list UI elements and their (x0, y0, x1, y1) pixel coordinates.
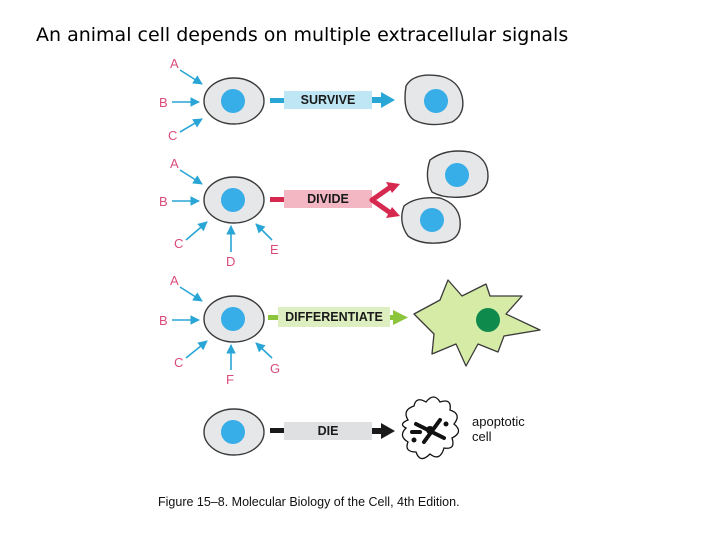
differentiate-arrow-tail (268, 315, 278, 320)
signal-arrow-g (255, 342, 273, 359)
row-survive: A B C SURVIVE (159, 56, 464, 143)
signal-arrow-a (179, 69, 203, 85)
survive-arrow-shaft (372, 97, 382, 103)
divide-arrowhead-up (386, 182, 400, 193)
signal-label-b: B (159, 313, 168, 328)
signal-label-b: B (159, 95, 168, 110)
signal-label-c: C (174, 355, 183, 370)
signal-label-f: F (226, 372, 234, 387)
divide-arrow-down (369, 197, 395, 217)
signal-arrow-a (179, 169, 203, 185)
row-die: DIE apoptotic cell (203, 396, 525, 460)
die-arrow-shaft (372, 428, 382, 434)
differentiate-arrow-shaft (390, 315, 394, 320)
nucleus (221, 307, 245, 331)
outcome-label-divide: DIVIDE (307, 192, 349, 206)
survive-arrowhead (381, 92, 395, 108)
nucleus (221, 420, 245, 444)
signal-arrow-c (185, 221, 208, 241)
divide-arrow-tail (270, 197, 284, 202)
nucleus (221, 89, 245, 113)
survive-box (284, 91, 372, 109)
divide-arrowhead-down (386, 207, 400, 218)
divide-arrow-up (369, 183, 395, 203)
fragment-dot (411, 437, 417, 443)
nucleus (445, 163, 469, 187)
differentiated-nucleus (476, 308, 500, 332)
signal-label-g: G (270, 361, 280, 376)
signal-label-d: D (226, 254, 235, 269)
survive-arrow-tail (270, 98, 284, 103)
signal-label-e: E (270, 242, 279, 257)
apoptotic-cell-outline (401, 396, 460, 460)
apoptotic-label-line1: apoptotic (472, 414, 525, 429)
signal-label-a: A (170, 156, 179, 171)
differentiate-arrowhead (393, 310, 408, 325)
apoptotic-label-line2: cell (472, 429, 492, 444)
signal-label-a: A (170, 273, 179, 288)
figure-caption: Figure 15–8. Molecular Biology of the Ce… (158, 495, 460, 509)
fragment-dot (426, 426, 434, 434)
signal-label-c: C (174, 236, 183, 251)
signal-arrow-c (185, 340, 208, 359)
die-arrow-tail (270, 428, 284, 433)
nucleus (221, 188, 245, 212)
differentiate-box (278, 307, 390, 327)
signal-arrow-e (255, 223, 273, 241)
signal-label-a: A (170, 56, 179, 71)
nucleus (424, 89, 448, 113)
row-differentiate: A B C F G DIFFERENTIATE (159, 273, 541, 387)
die-arrowhead (381, 423, 395, 439)
row-divide: A B C D E DIVIDE (159, 150, 489, 269)
slide-title: An animal cell depends on multiple extra… (36, 24, 569, 46)
divide-box (284, 190, 372, 208)
fragment-dot (443, 421, 449, 427)
signal-arrow-c (179, 118, 203, 133)
die-box (284, 422, 372, 440)
signal-label-c: C (168, 128, 177, 143)
outcome-label-die: DIE (318, 424, 339, 438)
outcome-label-survive: SURVIVE (301, 93, 356, 107)
outcome-label-differentiate: DIFFERENTIATE (285, 310, 383, 324)
nucleus (420, 208, 444, 232)
signal-label-b: B (159, 194, 168, 209)
signal-arrow-a (179, 286, 203, 302)
